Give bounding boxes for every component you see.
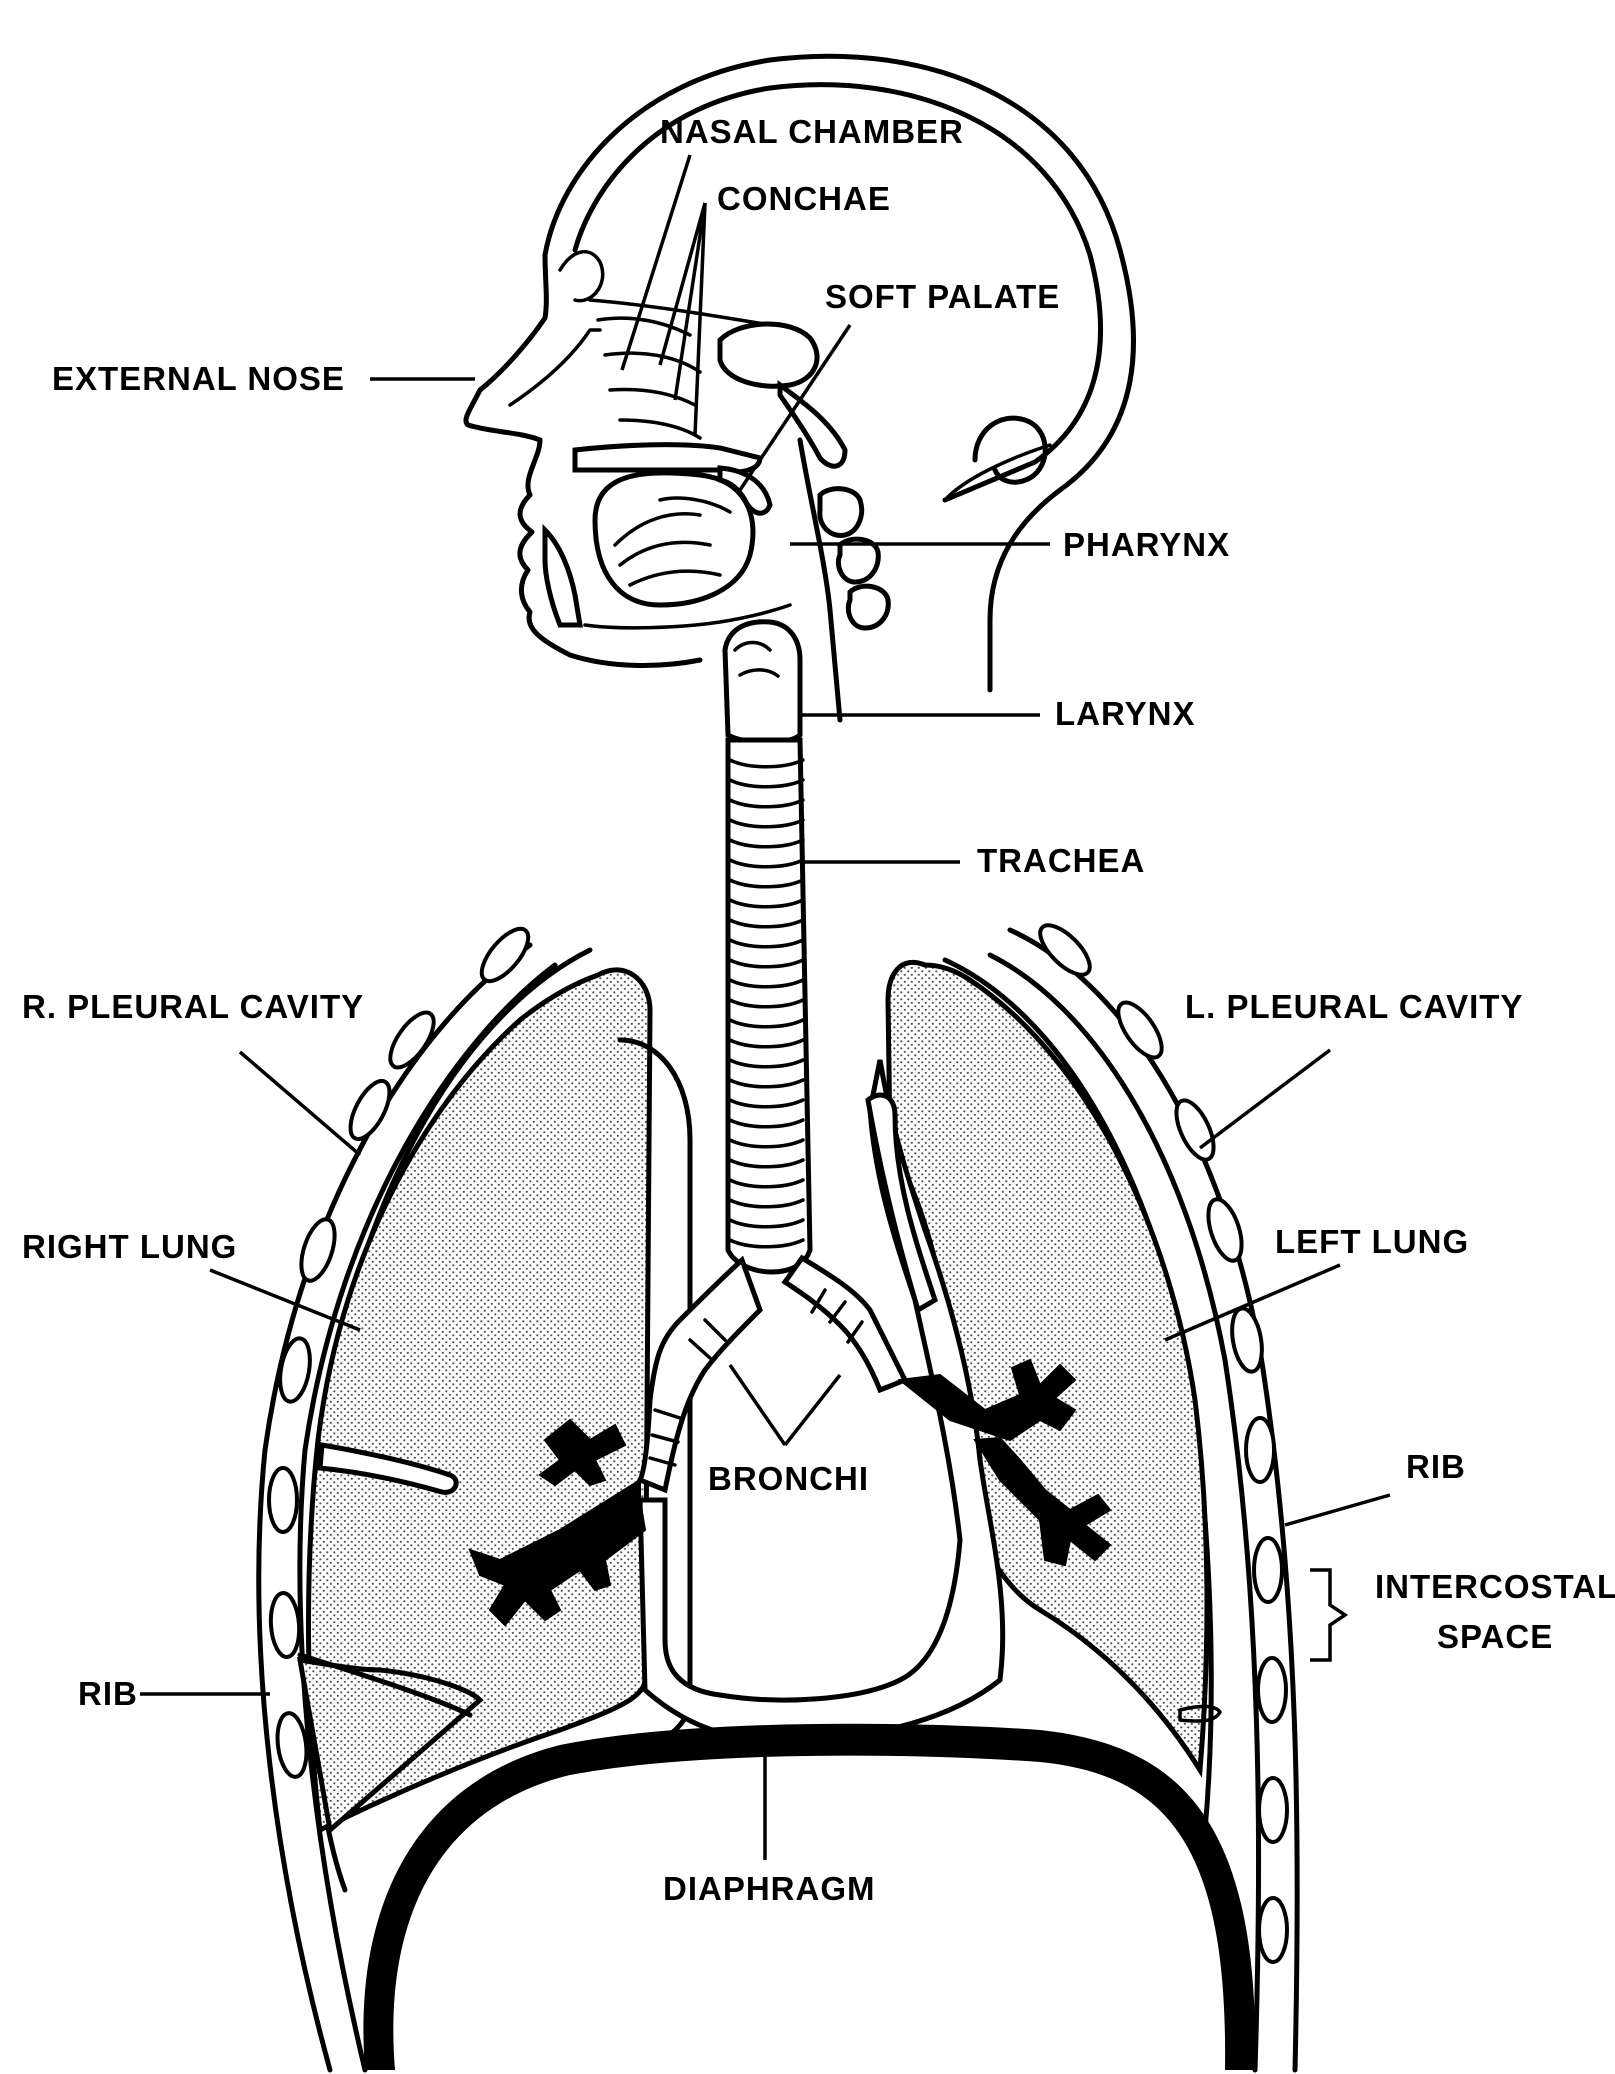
trachea-ring — [728, 1018, 805, 1029]
thorax-section — [256, 737, 1300, 2073]
label-space: SPACE — [1437, 1618, 1553, 1655]
trachea-ring — [728, 1238, 805, 1249]
larynx — [722, 619, 803, 745]
trachea-ring — [728, 998, 805, 1009]
label-right-lung: RIGHT LUNG — [22, 1228, 237, 1265]
conchae — [596, 316, 702, 440]
trachea-ring — [728, 1138, 805, 1149]
label-diaphragm: DIAPHRAGM — [663, 1870, 876, 1907]
label-trachea: TRACHEA — [977, 842, 1145, 879]
label-bronchi: BRONCHI — [708, 1460, 869, 1497]
trachea-ring — [728, 758, 805, 769]
leader-lines — [140, 154, 1391, 1860]
label-larynx: LARYNX — [1055, 695, 1195, 732]
rib-left-shape — [1244, 1416, 1276, 1484]
left-bronchus — [781, 1254, 909, 1394]
label-nasal-chamber: NASAL CHAMBER — [660, 113, 964, 150]
right-bronchus — [636, 1255, 763, 1494]
trachea-ring — [728, 978, 805, 989]
label-intercostal: INTERCOSTAL — [1375, 1568, 1615, 1605]
left-bronchial-tree — [897, 1358, 1112, 1567]
soft-palate — [717, 465, 773, 516]
skull-inner-outline — [572, 82, 1103, 503]
trachea-ring — [728, 1118, 805, 1129]
trachea-ring — [728, 1098, 805, 1109]
rib-right-shape — [267, 1466, 299, 1534]
label-left-lung: LEFT LUNG — [1275, 1223, 1469, 1260]
label-rib-right: RIB — [78, 1675, 138, 1712]
right-bronchial-tree — [468, 1418, 647, 1627]
trachea-ring — [728, 1198, 805, 1209]
trachea-ring — [728, 778, 805, 789]
trachea-ring — [728, 1058, 805, 1069]
trachea-ring — [728, 818, 805, 829]
trachea-ring — [728, 938, 805, 949]
trachea-ring — [728, 1178, 805, 1189]
trachea-ring — [728, 838, 805, 849]
label-rib-left: RIB — [1406, 1448, 1466, 1485]
trachea-ring — [728, 898, 805, 909]
tongue — [592, 470, 756, 608]
label-soft-palate: SOFT PALATE — [825, 278, 1060, 315]
label-external-nose: EXTERNAL NOSE — [52, 360, 345, 397]
head-section — [463, 53, 1136, 745]
trachea-ring — [728, 858, 805, 869]
trachea-ring — [728, 918, 805, 929]
trachea-ring — [728, 1038, 805, 1049]
label-conchae: CONCHAE — [717, 180, 891, 217]
label-l-pleural-cavity: L. PLEURAL CAVITY — [1185, 988, 1523, 1025]
trachea-ring — [728, 1078, 805, 1089]
label-r-pleural-cavity: R. PLEURAL CAVITY — [22, 988, 364, 1025]
trachea-ring — [728, 878, 805, 889]
trachea-ring — [728, 1218, 805, 1229]
trachea — [725, 737, 813, 1275]
trachea-ring — [728, 1158, 805, 1169]
trachea-ring — [728, 798, 805, 809]
face-profile — [463, 252, 703, 668]
label-pharynx: PHARYNX — [1063, 526, 1230, 563]
skull-outline — [542, 53, 1136, 693]
labels: NASAL CHAMBER CONCHAE SOFT PALATE EXTERN… — [22, 113, 1615, 1907]
trachea-ring — [728, 958, 805, 969]
